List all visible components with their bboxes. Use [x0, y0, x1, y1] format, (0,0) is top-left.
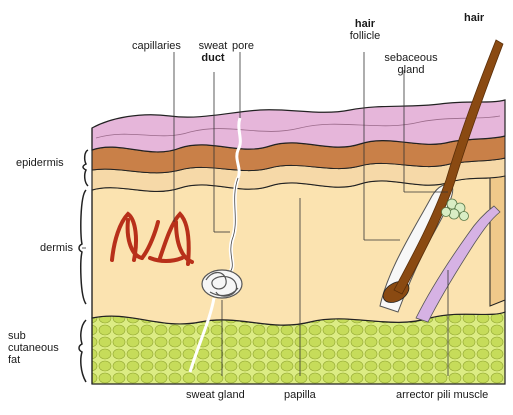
label-subcutaneous-fat-line2: cutaneous [8, 342, 59, 354]
label-papilla: papilla [284, 389, 316, 401]
label-sebaceous-gland: sebaceous gland [380, 52, 442, 76]
label-hair-follicle-line2: follicle [340, 30, 390, 42]
sweat-gland [202, 270, 242, 298]
label-hair-follicle-line1: hair [340, 18, 390, 30]
label-subcutaneous-fat: sub cutaneous fat [8, 330, 59, 366]
label-dermis: dermis [40, 242, 73, 254]
label-pore: pore [232, 40, 254, 52]
dermis-bracket [79, 190, 86, 304]
label-sebaceous-gland-line1: sebaceous [380, 52, 442, 64]
label-subcutaneous-fat-line1: sub [8, 330, 59, 342]
label-sweat-duct-line2: duct [192, 52, 234, 64]
label-arrector-pili-muscle: arrector pili muscle [396, 389, 488, 401]
label-subcutaneous-fat-line3: fat [8, 354, 59, 366]
label-hair: hair [464, 12, 484, 24]
label-epidermis: epidermis [16, 157, 64, 169]
dermis-side-face [490, 170, 505, 306]
label-capillaries: capillaries [132, 40, 181, 52]
fat-bracket [79, 320, 86, 382]
label-hair-follicle: hair follicle [340, 18, 390, 42]
label-sweat-duct: sweat duct [192, 40, 234, 64]
epidermis-bracket [83, 150, 88, 186]
label-sebaceous-gland-line2: gland [380, 64, 442, 76]
label-sweat-gland: sweat gland [186, 389, 245, 401]
label-sweat-duct-line1: sweat [192, 40, 234, 52]
